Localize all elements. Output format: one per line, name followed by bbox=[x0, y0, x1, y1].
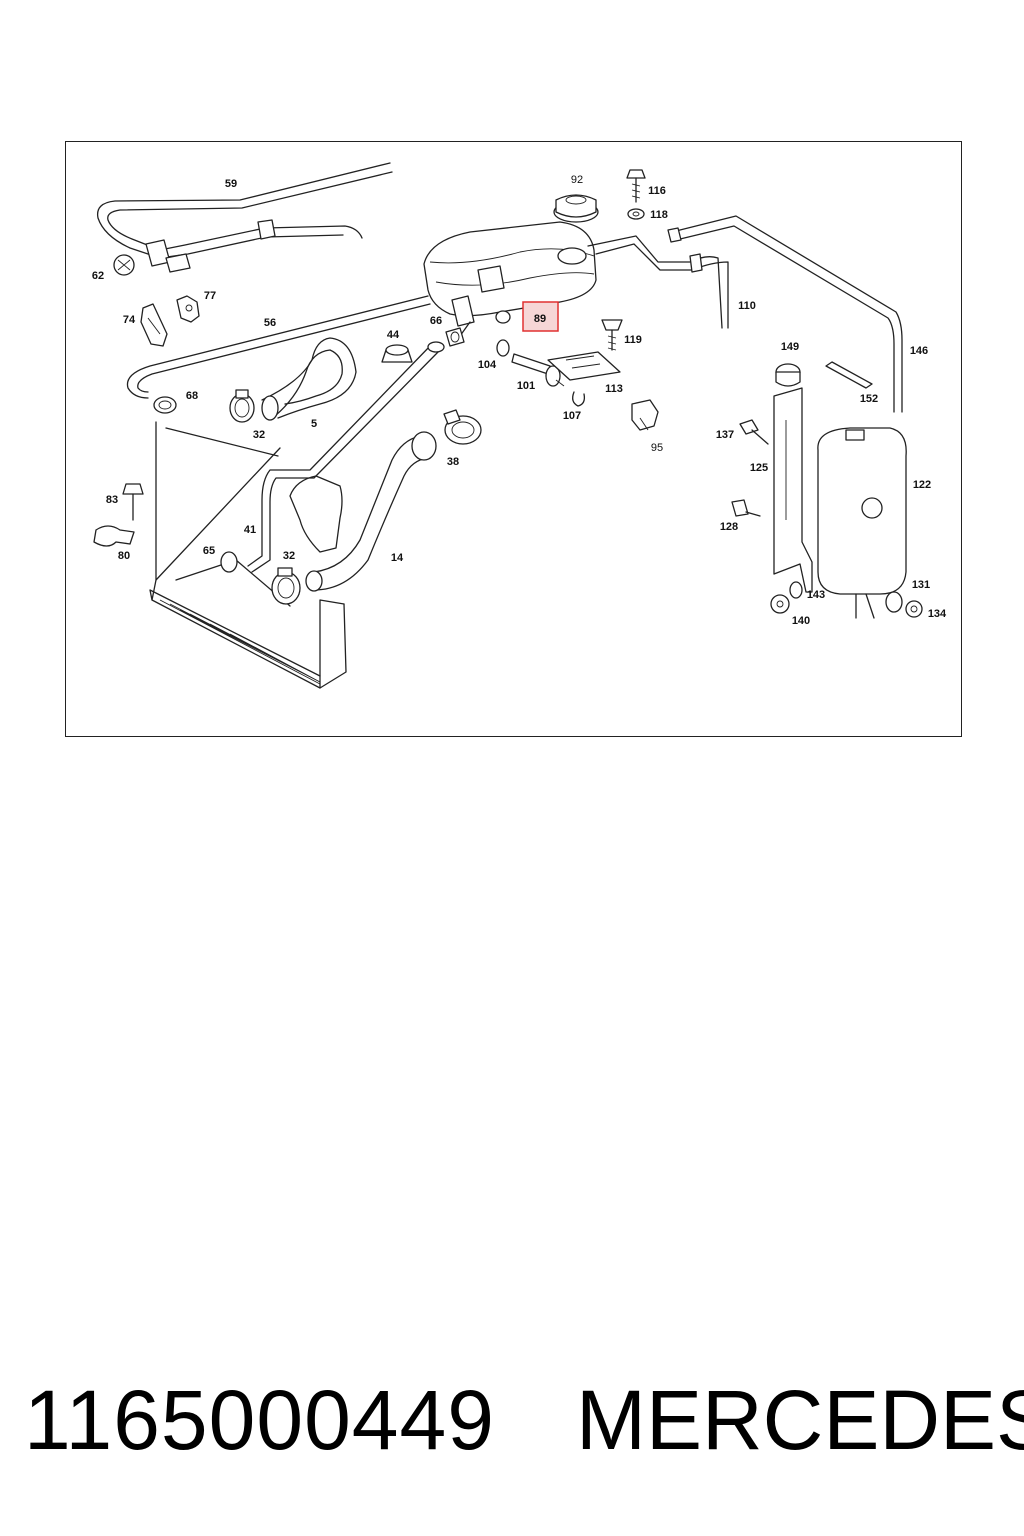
part-label-56[interactable]: 56 bbox=[264, 317, 276, 329]
fitting-65 bbox=[220, 551, 238, 573]
part-label-116[interactable]: 116 bbox=[648, 185, 666, 197]
part-label-113[interactable]: 113 bbox=[605, 383, 623, 395]
clamp-68 bbox=[153, 396, 177, 414]
hose-41 bbox=[247, 341, 445, 573]
bracket-125 bbox=[773, 387, 813, 593]
screw-119 bbox=[601, 319, 623, 351]
part-label-125[interactable]: 125 bbox=[750, 462, 768, 474]
part-label-62[interactable]: 62 bbox=[92, 270, 104, 282]
part-label-143[interactable]: 143 bbox=[807, 589, 825, 601]
bracket-74 bbox=[140, 303, 168, 347]
hose-146 bbox=[667, 215, 903, 413]
grommet-44 bbox=[381, 344, 413, 363]
nut-134 bbox=[905, 600, 923, 618]
expansion-tank bbox=[423, 221, 597, 337]
strip-152 bbox=[825, 361, 873, 389]
bolt-83 bbox=[122, 483, 144, 521]
part-label-83[interactable]: 83 bbox=[106, 494, 118, 506]
hose-56 bbox=[126, 295, 431, 399]
washer-143 bbox=[789, 581, 803, 599]
part-label-65[interactable]: 65 bbox=[203, 545, 215, 557]
hose-5 bbox=[261, 337, 357, 421]
clip-107 bbox=[572, 391, 586, 407]
part-label-14[interactable]: 14 bbox=[391, 552, 404, 564]
part-label-149[interactable]: 149 bbox=[781, 341, 799, 353]
part-label-80[interactable]: 80 bbox=[118, 550, 130, 562]
part-number: 1165000449 bbox=[24, 1373, 495, 1467]
footer: 1165000449 MERCEDES bbox=[0, 1370, 1024, 1470]
part-label-32-upper[interactable]: 32 bbox=[253, 429, 265, 441]
part-label-77[interactable]: 77 bbox=[204, 290, 216, 302]
part-label-137[interactable]: 137 bbox=[716, 429, 734, 441]
bolt-116 bbox=[626, 169, 646, 203]
part-label-146[interactable]: 146 bbox=[910, 345, 928, 357]
hose-59 bbox=[96, 162, 393, 273]
part-label-59[interactable]: 59 bbox=[225, 178, 237, 190]
clip-80 bbox=[93, 525, 135, 547]
part-label-101[interactable]: 101 bbox=[517, 380, 535, 392]
part-label-122[interactable]: 122 bbox=[913, 479, 931, 491]
sensor-95 bbox=[631, 399, 659, 431]
reservoir-122 bbox=[817, 427, 907, 619]
part-label-38[interactable]: 38 bbox=[447, 456, 459, 468]
fitting-66 bbox=[445, 327, 465, 347]
washer-131 bbox=[885, 591, 903, 613]
bracket-113 bbox=[547, 351, 621, 381]
part-label-74[interactable]: 74 bbox=[123, 314, 136, 326]
washer-118 bbox=[627, 208, 645, 220]
part-label-152[interactable]: 152 bbox=[860, 393, 878, 405]
brand-name: MERCEDES bbox=[576, 1373, 1024, 1467]
part-label-110[interactable]: 110 bbox=[738, 300, 756, 312]
part-label-66[interactable]: 66 bbox=[430, 315, 442, 327]
part-label-89[interactable]: 89 bbox=[534, 313, 546, 325]
part-label-119[interactable]: 119 bbox=[624, 334, 642, 346]
part-label-107[interactable]: 107 bbox=[563, 410, 581, 422]
radiator bbox=[149, 421, 347, 689]
nut-140 bbox=[770, 594, 790, 614]
clip-62 bbox=[113, 254, 135, 276]
part-label-95[interactable]: 95 bbox=[651, 442, 663, 454]
cap-92 bbox=[553, 194, 599, 223]
part-label-92[interactable]: 92 bbox=[571, 174, 583, 186]
part-label-41[interactable]: 41 bbox=[244, 524, 256, 536]
part-label-44[interactable]: 44 bbox=[387, 329, 400, 341]
clip-77 bbox=[176, 295, 200, 323]
clamp-32-lower bbox=[271, 567, 301, 605]
part-label-104[interactable]: 104 bbox=[478, 359, 497, 371]
highlight-box-89 bbox=[522, 301, 559, 332]
part-label-128[interactable]: 128 bbox=[720, 521, 738, 533]
part-label-5[interactable]: 5 bbox=[311, 418, 317, 430]
part-label-131[interactable]: 131 bbox=[912, 579, 930, 591]
bolt-128 bbox=[731, 499, 761, 517]
grommet-149 bbox=[775, 363, 801, 387]
clamp-32-upper bbox=[229, 389, 255, 423]
part-label-32-lower[interactable]: 32 bbox=[283, 550, 295, 562]
hose-14 bbox=[305, 431, 437, 592]
part-label-68[interactable]: 68 bbox=[186, 390, 198, 402]
part-label-118[interactable]: 118 bbox=[650, 209, 668, 221]
sensor-101 bbox=[511, 353, 565, 387]
part-label-140[interactable]: 140 bbox=[792, 615, 810, 627]
hose-110 bbox=[587, 235, 729, 329]
part-label-134[interactable]: 134 bbox=[928, 608, 947, 620]
clamp-38 bbox=[443, 409, 482, 445]
bolt-137 bbox=[739, 419, 769, 445]
oring-104 bbox=[496, 339, 510, 357]
